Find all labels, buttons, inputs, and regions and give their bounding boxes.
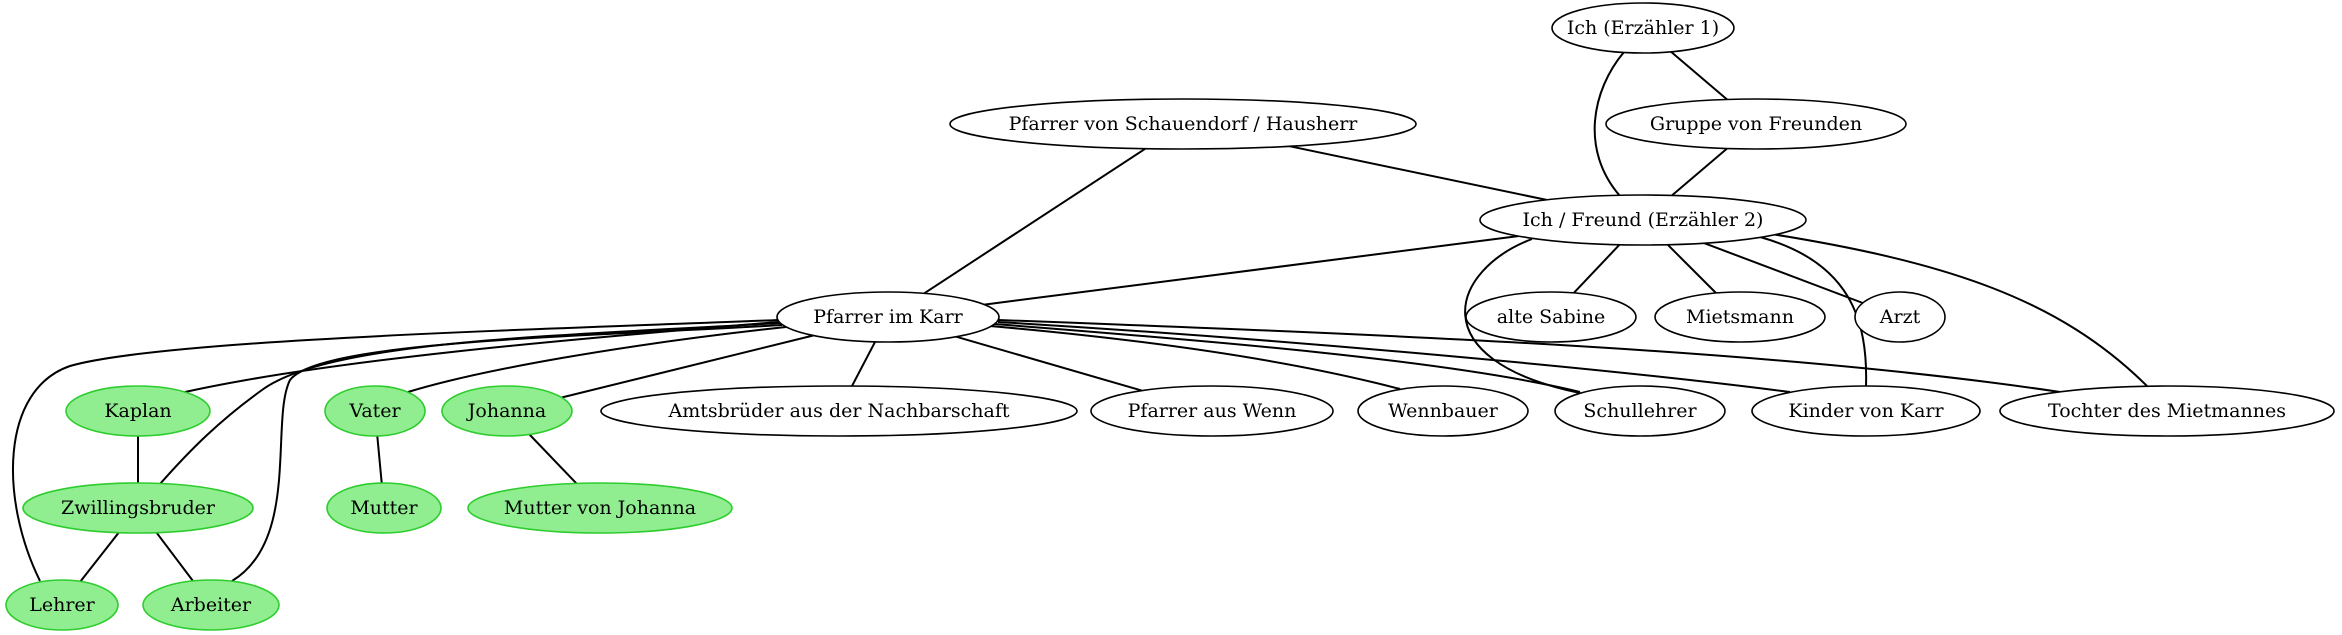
edge-ich-erzaehler-1-to-gruppe-von-freunden [1670,51,1728,101]
node-label: Ich / Freund (Erzähler 2) [1523,209,1764,231]
edge-pfarrer-im-karr-to-kinder-von-karr [997,321,1791,393]
node-label: Gruppe von Freunden [1650,113,1862,135]
node-mietsmann: Mietsmann [1654,291,1826,343]
edge-pfarrer-im-karr-to-zwillingsbruder [159,322,781,485]
node-ellipse [776,291,1000,343]
node-ellipse [326,482,442,534]
node-label: Johanna [466,400,546,422]
edge-ich-freund-erzaehler-2-to-arzt [1704,242,1864,304]
node-ellipse [1654,291,1826,343]
node-label: Zwillingsbruder [61,497,216,519]
node-label: Pfarrer aus Wenn [1128,400,1297,422]
node-label: Ich (Erzähler 1) [1567,17,1719,39]
node-ellipse [5,579,119,631]
edge-pfarrer-im-karr-to-johanna [561,334,814,399]
node-ellipse [65,385,211,437]
edge-pfarrer-im-karr-to-tochter-des-mietmannes [997,319,2061,393]
node-vater: Vater [324,385,426,437]
node-label: Mutter [350,497,418,519]
node-label: Mutter von Johanna [504,497,696,519]
edge-pfarrer-im-karr-to-wennbauer [989,325,1401,390]
node-label: Arzt [1879,306,1921,328]
node-label: alte Sabine [1497,306,1605,328]
edge-pfarrer-im-karr-to-arbeiter [231,324,783,582]
edge-pfarrer-von-schauendorf-to-pfarrer-im-karr [923,147,1146,295]
edge-gruppe-von-freunden-to-ich-freund-erzaehler-2 [1671,147,1728,197]
node-gruppe-von-freunden: Gruppe von Freunden [1605,98,1907,150]
node-label: Pfarrer im Karr [813,306,963,328]
node-ellipse [324,385,426,437]
node-ellipse [1854,291,1946,343]
node-ellipse [1751,385,1981,437]
node-ellipse [1605,98,1907,150]
node-label: Vater [348,400,401,422]
node-ellipse [949,98,1417,150]
node-tochter-des-mietmannes: Tochter des Mietmannes [1999,385,2335,437]
edge-ich-freund-erzaehler-2-to-kinder-von-karr [1759,236,1868,387]
node-label: Mietsmann [1686,306,1794,328]
node-label: Amtsbrüder aus der Nachbarschaft [667,400,1009,422]
node-label: Schullehrer [1583,400,1697,422]
edge-ich-freund-erzaehler-2-to-mietsmann [1666,243,1717,294]
node-ellipse [467,482,733,534]
edge-zwillingsbruder-to-arbeiter [155,532,194,582]
edge-ich-freund-erzaehler-2-to-pfarrer-im-karr [984,235,1519,306]
node-johanna: Johanna [441,385,573,437]
node-wennbauer: Wennbauer [1357,385,1529,437]
node-lehrer: Lehrer [5,579,119,631]
edge-pfarrer-im-karr-to-vater [407,326,787,393]
node-ellipse [1554,385,1726,437]
node-ellipse [600,385,1078,437]
edge-pfarrer-im-karr-to-pfarrer-aus-wenn [955,335,1143,392]
edge-zwillingsbruder-to-lehrer [79,531,120,583]
node-alte-sabine: alte Sabine [1465,291,1637,343]
node-mutter: Mutter [326,482,442,534]
node-mutter-von-johanna: Mutter von Johanna [467,482,733,534]
node-ellipse [1999,385,2335,437]
node-kaplan: Kaplan [65,385,211,437]
node-pfarrer-aus-wenn: Pfarrer aus Wenn [1090,385,1334,437]
edge-ich-freund-erzaehler-2-to-tochter-des-mietmannes [1764,232,2148,387]
node-ellipse [1465,291,1637,343]
node-label: Kaplan [104,400,171,422]
graph-edges [12,51,2148,583]
graph-nodes: Ich (Erzähler 1)Gruppe von FreundenPfarr… [5,2,2335,631]
node-ellipse [1090,385,1334,437]
node-label: Kinder von Karr [1788,400,1944,422]
node-ellipse [1357,385,1529,437]
edge-pfarrer-im-karr-to-schullehrer [993,323,1581,393]
edge-pfarrer-von-schauendorf-to-ich-freund-erzaehler-2 [1289,145,1547,201]
node-schullehrer: Schullehrer [1554,385,1726,437]
edge-johanna-to-mutter-von-johanna [528,433,578,485]
node-pfarrer-von-schauendorf: Pfarrer von Schauendorf / Hausherr [949,98,1417,150]
node-kinder-von-karr: Kinder von Karr [1751,385,1981,437]
node-label: Tochter des Mietmannes [2048,400,2286,422]
node-ellipse [441,385,573,437]
node-arbeiter: Arbeiter [142,579,280,631]
node-label: Arbeiter [170,594,252,616]
edge-vater-to-mutter [376,435,383,484]
node-label: Pfarrer von Schauendorf / Hausherr [1009,113,1359,135]
node-ich-erzaehler-1: Ich (Erzähler 1) [1551,2,1735,54]
node-ellipse [142,579,280,631]
node-zwillingsbruder: Zwillingsbruder [22,482,254,534]
edge-pfarrer-im-karr-to-lehrer [12,319,781,582]
edge-pfarrer-im-karr-to-amtsbrueder [851,341,876,387]
node-label: Wennbauer [1388,400,1499,422]
node-ich-freund-erzaehler-2: Ich / Freund (Erzähler 2) [1479,194,1807,246]
edge-ich-erzaehler-1-to-ich-freund-erzaehler-2 [1593,51,1625,197]
node-amtsbrueder: Amtsbrüder aus der Nachbarschaft [600,385,1078,437]
node-ellipse [1479,194,1807,246]
edge-ich-freund-erzaehler-2-to-alte-sabine [1573,244,1621,294]
node-arzt: Arzt [1854,291,1946,343]
node-label: Lehrer [29,594,95,616]
node-ellipse [22,482,254,534]
node-pfarrer-im-karr: Pfarrer im Karr [776,291,1000,343]
node-ellipse [1551,2,1735,54]
